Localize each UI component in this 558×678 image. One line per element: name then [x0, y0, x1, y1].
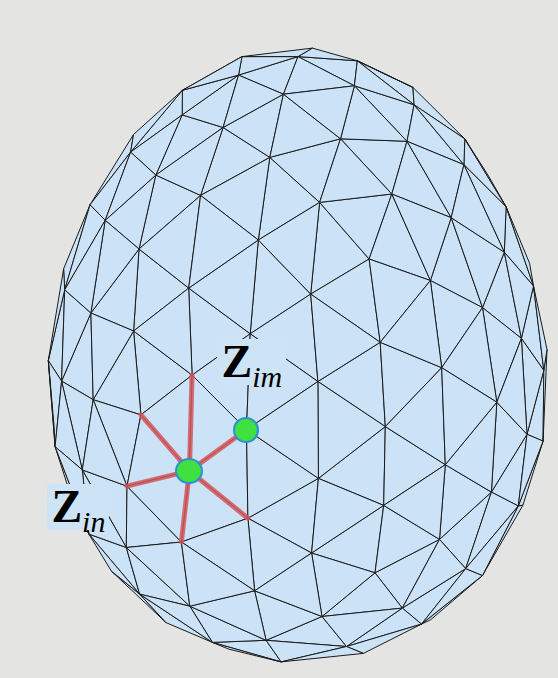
mesh-triangle — [283, 86, 354, 139]
symbol-letter: Z — [221, 336, 252, 387]
mesh-triangle — [255, 553, 322, 617]
vertex-dot: Zin — [175, 458, 203, 484]
mesh-triangle — [82, 400, 127, 487]
mesh-triangle — [242, 48, 312, 57]
vertex-label: Zin — [47, 484, 109, 530]
mesh-triangle — [466, 506, 519, 576]
mesh-triangle — [497, 338, 527, 434]
mesh-triangle — [189, 195, 259, 288]
mesh-triangle — [311, 294, 381, 381]
mesh-triangle — [422, 569, 483, 625]
mesh-triangle — [451, 165, 504, 253]
symbol-subscript: in — [82, 505, 105, 538]
mesh-triangle — [91, 313, 134, 400]
mesh-triangle — [239, 57, 299, 76]
vertex-dot: Zim — [233, 417, 259, 443]
mesh-triangle — [281, 647, 363, 662]
mesh-triangle — [318, 382, 385, 479]
mesh-edge-connector — [200, 437, 235, 463]
mesh-triangle — [384, 465, 446, 540]
symbol-subscript: im — [252, 360, 282, 393]
mesh-triangle — [82, 470, 126, 548]
mesh-triangle — [182, 57, 242, 91]
mesh-triangle — [534, 286, 548, 370]
mesh-triangle — [392, 194, 451, 281]
mesh-triangle — [347, 624, 422, 653]
mesh-triangle — [380, 281, 442, 368]
mesh-triangle — [126, 542, 190, 606]
mesh-triangle — [223, 75, 283, 127]
mesh-triangle — [65, 220, 106, 313]
mesh-triangle — [181, 542, 254, 606]
mesh-triangle — [134, 288, 193, 375]
mesh-triangle — [465, 139, 506, 207]
vertex-label: Zim — [217, 339, 286, 385]
mesh-triangle — [182, 57, 242, 91]
mesh-triangle — [357, 61, 413, 88]
mesh-triangle — [105, 152, 156, 220]
mesh-triangle — [312, 553, 375, 617]
mesh-triangle — [322, 608, 402, 646]
mesh-triangle — [385, 368, 445, 465]
mesh-triangle — [312, 478, 384, 553]
mesh-triangle — [48, 269, 64, 361]
neighbor-edge — [189, 375, 192, 471]
mesh-triangle — [258, 202, 319, 294]
mesh-triangle — [442, 368, 497, 465]
mesh-triangle — [518, 434, 543, 506]
symbol-letter: Z — [51, 481, 82, 532]
mesh-triangle — [320, 139, 392, 203]
mesh-triangle — [506, 207, 533, 286]
mesh-triangle — [48, 361, 55, 447]
